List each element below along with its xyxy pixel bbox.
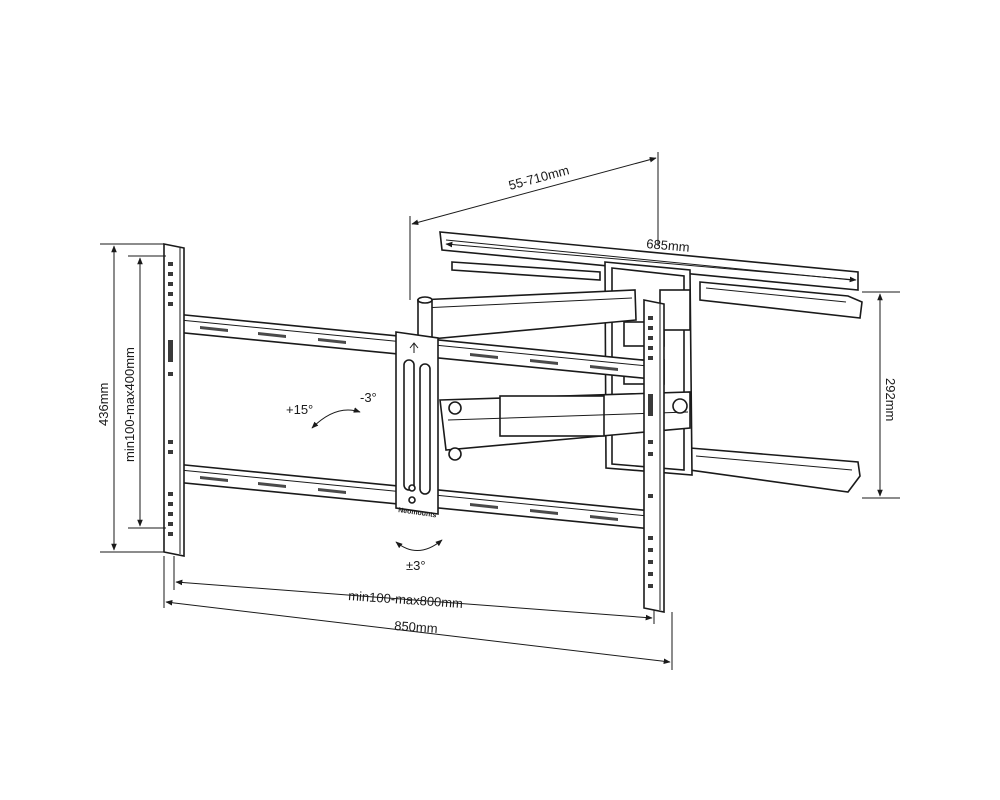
tilt-down-label: -3° — [360, 390, 377, 405]
vesa-vertical-label: min100-max400mm — [122, 347, 137, 462]
rotation-label: ±3° — [406, 558, 426, 573]
wall-plate-width-label: 685mm — [646, 236, 691, 255]
wall-plate-height-label: 292mm — [883, 378, 898, 421]
dimension-lines — [100, 152, 900, 670]
overall-width-label: 850mm — [394, 618, 438, 636]
vesa-horizontal-label: min100-max800mm — [348, 588, 464, 611]
overall-height-label: 436mm — [96, 383, 111, 426]
tilt-arrows — [311, 407, 443, 551]
articulating-arms — [417, 289, 691, 461]
tilt-up-label: +15° — [286, 402, 313, 417]
depth-range-label: 55-710mm — [507, 162, 571, 193]
tv-interface-frame: Neomounts — [163, 243, 665, 613]
